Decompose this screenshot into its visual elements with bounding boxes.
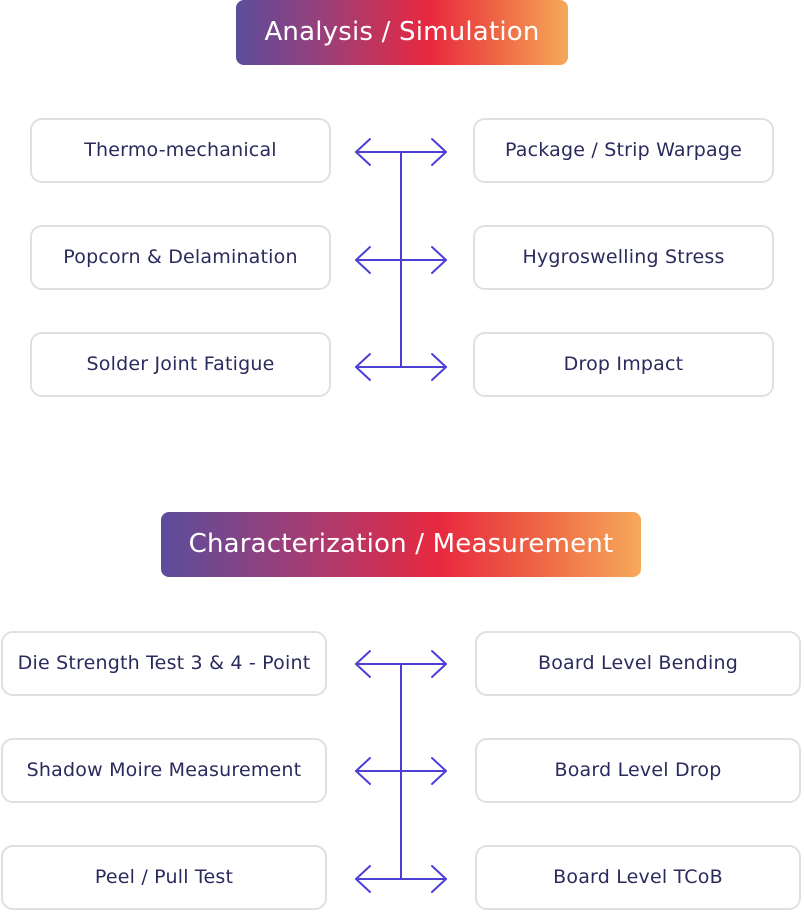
characterization-arrowhead-right-1 xyxy=(431,650,447,678)
drop-impact-box: Drop Impact xyxy=(473,332,774,397)
analysis-arrowhead-left-1 xyxy=(355,138,371,166)
die-strength-test-box: Die Strength Test 3 & 4 - Point xyxy=(1,631,327,696)
analysis-simulation-header: Analysis / Simulation xyxy=(236,0,568,65)
board-level-drop-box: Board Level Drop xyxy=(475,738,801,803)
analysis-arrowhead-right-3 xyxy=(431,353,447,381)
analysis-arrowhead-right-1 xyxy=(431,138,447,166)
solder-joint-fatigue-box: Solder Joint Fatigue xyxy=(30,332,331,397)
characterization-arrowhead-right-2 xyxy=(431,757,447,785)
hygroswelling-stress-box: Hygroswelling Stress xyxy=(473,225,774,290)
analysis-arrowhead-right-2 xyxy=(431,246,447,274)
analysis-arrowhead-left-3 xyxy=(355,353,371,381)
characterization-arrowhead-left-3 xyxy=(355,865,371,893)
package-strip-warpage-box: Package / Strip Warpage xyxy=(473,118,774,183)
characterization-arrowhead-left-2 xyxy=(355,757,371,785)
peel-pull-test-box: Peel / Pull Test xyxy=(1,845,327,910)
popcorn-delamination-box: Popcorn & Delamination xyxy=(30,225,331,290)
shadow-moire-measurement-box: Shadow Moire Measurement xyxy=(1,738,327,803)
analysis-arrowhead-left-2 xyxy=(355,246,371,274)
thermo-mechanical-box: Thermo-mechanical xyxy=(30,118,331,183)
characterization-measurement-header: Characterization / Measurement xyxy=(161,512,641,577)
board-level-bending-box: Board Level Bending xyxy=(475,631,801,696)
characterization-arrowhead-right-3 xyxy=(431,865,447,893)
board-level-tcob-box: Board Level TCoB xyxy=(475,845,801,910)
characterization-arrowhead-left-1 xyxy=(355,650,371,678)
